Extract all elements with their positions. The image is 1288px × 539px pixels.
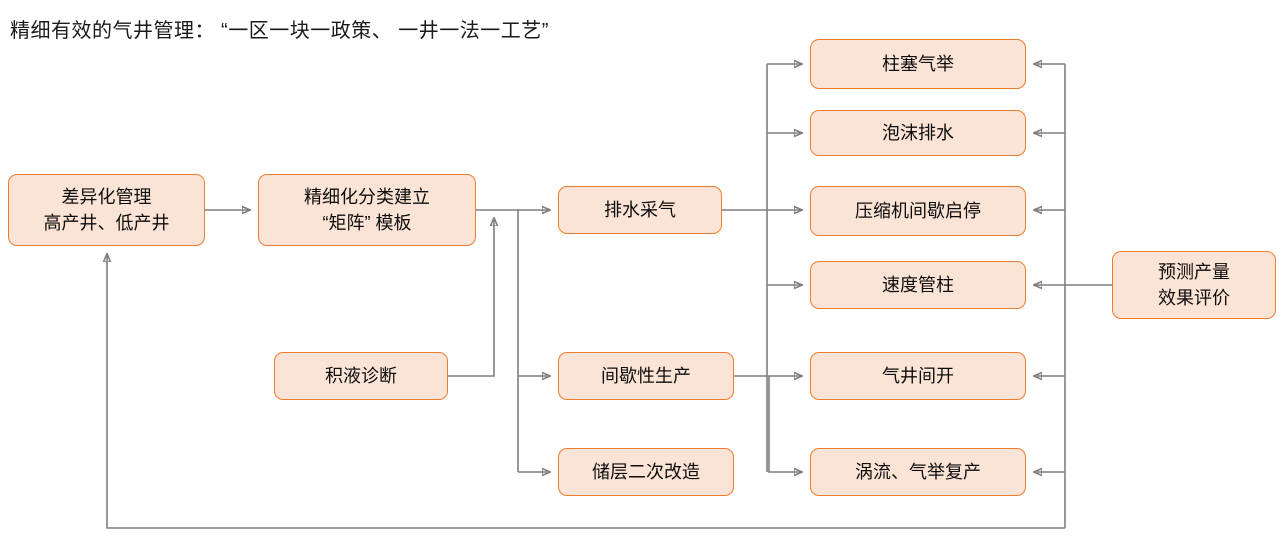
node-drainage-gas-recovery-label: 排水采气	[604, 199, 676, 220]
node-plunger-gas-lift-label: 柱塞气举	[882, 53, 954, 74]
node-forecast-evaluation[interactable]: 预测产量 效果评价	[1112, 251, 1276, 319]
page-title: 精细有效的气井管理： “一区一块一政策、 一井一法一工艺”	[10, 20, 549, 42]
node-compressor-intermittent-label: 压缩机间歇启停	[855, 200, 981, 221]
node-intermittent-production-label: 间歇性生产	[601, 365, 691, 386]
node-liquid-diagnosis[interactable]: 积液诊断	[274, 352, 448, 400]
node-foam-drainage-label: 泡沫排水	[882, 122, 954, 143]
node-forecast-evaluation-line1: 预测产量	[1158, 261, 1230, 282]
node-diff-management-line1: 差异化管理	[61, 186, 152, 207]
node-vortex-gaslift-restore-label: 涡流、气举复产	[855, 461, 981, 482]
node-diff-management-line2: 高产井、低产井	[43, 213, 170, 233]
node-velocity-string[interactable]: 速度管柱	[810, 261, 1026, 309]
node-vortex-gaslift-restore[interactable]: 涡流、气举复产	[810, 448, 1026, 496]
node-compressor-intermittent[interactable]: 压缩机间歇启停	[810, 186, 1026, 236]
node-intermittent-production[interactable]: 间歇性生产	[558, 352, 734, 400]
connector-intermittent-to-vortex	[768, 376, 802, 472]
node-liquid-diagnosis-label: 积液诊断	[325, 365, 397, 386]
node-gas-well-intermittent-open-label: 气井间开	[882, 365, 954, 386]
node-plunger-gas-lift[interactable]: 柱塞气举	[810, 39, 1026, 89]
node-drainage-gas-recovery[interactable]: 排水采气	[558, 186, 722, 234]
node-diff-management[interactable]: 差异化管理 高产井、低产井	[8, 174, 205, 246]
node-forecast-evaluation-line2: 效果评价	[1158, 288, 1230, 308]
node-fine-classification-line2: “矩阵” 模板	[322, 213, 412, 233]
node-foam-drainage[interactable]: 泡沫排水	[810, 110, 1026, 156]
node-fine-classification-line1: 精细化分类建立	[304, 186, 430, 207]
node-gas-well-intermittent-open[interactable]: 气井间开	[810, 352, 1026, 400]
node-reservoir-restimulation-label: 储层二次改造	[592, 461, 700, 482]
node-fine-classification[interactable]: 精细化分类建立 “矩阵” 模板	[258, 174, 476, 246]
node-velocity-string-label: 速度管柱	[882, 274, 954, 295]
node-reservoir-restimulation[interactable]: 储层二次改造	[558, 448, 734, 496]
